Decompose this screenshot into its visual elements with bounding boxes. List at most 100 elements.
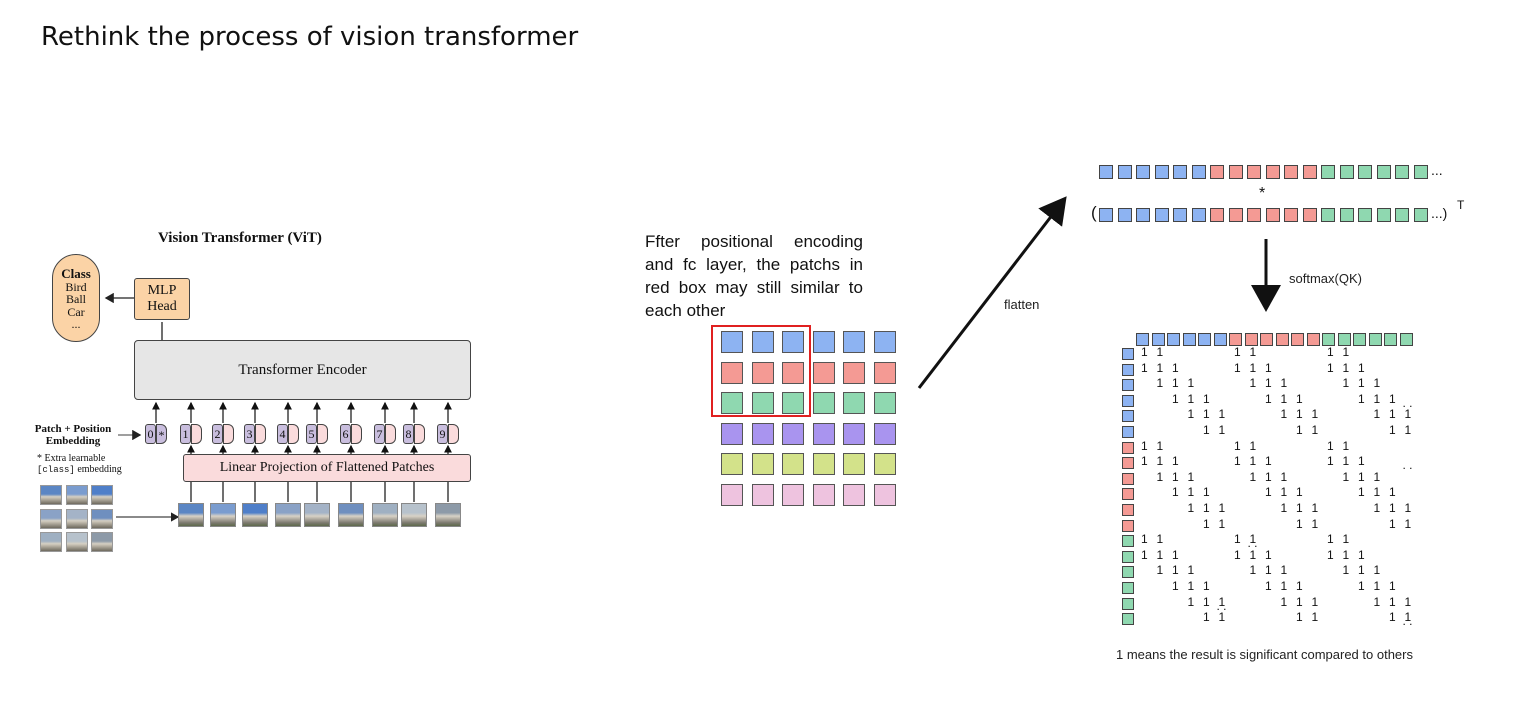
matrix-one: 1 [1296,423,1303,437]
class-token-code: [class] [37,465,75,475]
query-cell [1265,165,1280,179]
matrix-column-cell [1198,333,1211,346]
image-patch [401,503,427,527]
matrix-one: 1 [1373,407,1381,422]
grid-patch [751,422,774,445]
query-cell [1210,165,1224,179]
matrix-one: 1 [1373,469,1381,484]
matrix-one: 1 [1172,469,1179,484]
matrix-one: 1 [1218,501,1226,515]
grid-patch [873,392,896,414]
red-highlight-box [711,325,811,417]
matrix-row-cell [1122,379,1134,392]
class-item: Bird [65,279,87,294]
matrix-one: 1 [1342,438,1350,453]
matrix-one: 1 [1234,454,1241,469]
key-cell [1376,208,1391,222]
matrix-row-cell [1122,472,1134,485]
key-cell [1099,208,1113,222]
matrix-one: 1 [1296,407,1303,422]
matrix-one: 1 [1203,579,1210,593]
source-image-tile [91,508,113,529]
matrix-one: 1 [1141,547,1148,562]
transpose-superscript: T [1457,198,1465,212]
grid-patch [812,331,835,353]
matrix-one: 1 [1203,610,1210,625]
matrix-column-cell [1136,333,1149,346]
matrix-dots: . . [1402,614,1413,629]
image-patch [304,503,330,527]
class-output-box: Class Bird Ball Car ... [52,254,100,342]
matrix-one: 1 [1234,345,1241,359]
matrix-one: 1 [1172,376,1179,391]
grid-patch [721,331,743,353]
grid-patch [873,453,896,475]
matrix-row-cell [1122,488,1134,501]
source-image-tile [40,485,62,505]
position-number: 9 [437,424,448,444]
grid-patch [721,453,743,475]
matrix-one: 1 [1404,594,1412,609]
source-image-tile [65,508,88,529]
matrix-one: 1 [1342,360,1350,375]
matrix-one: 1 [1249,376,1257,391]
matrix-column-cell [1291,333,1304,346]
matrix-one: 1 [1404,423,1412,437]
matrix-one: 1 [1342,469,1350,484]
matrix-one: 1 [1172,579,1179,593]
position-token: 3 [244,424,266,444]
matrix-one: 1 [1141,438,1148,453]
class-heading: Class [61,266,91,281]
matrix-one: 1 [1389,423,1396,437]
query-cell [1395,165,1409,179]
grid-patch [843,453,865,475]
matrix-one: 1 [1389,610,1396,625]
matrix-one: 1 [1358,454,1365,469]
grid-patch [782,331,804,353]
matrix-one: 1 [1141,360,1148,375]
source-image-tile [40,508,62,529]
matrix-one: 1 [1373,501,1381,515]
query-cell [1247,165,1261,179]
matrix-one: 1 [1156,454,1164,469]
position-number: 6 [340,424,351,444]
embedding-label-line: Patch + Position [34,423,112,435]
multiply-symbol: * [1259,185,1266,202]
patch-embedding-slot [223,424,234,444]
key-cell [1154,208,1169,222]
position-number: 4 [277,424,288,444]
matrix-dots: . . [1402,458,1413,473]
softmax-label: softmax(QK) [1289,271,1362,286]
position-token: 8 [403,424,425,444]
image-patch [242,503,268,527]
matrix-one: 1 [1249,532,1257,547]
matrix-column-cell [1384,333,1397,346]
matrix-one: 1 [1156,469,1164,484]
image-patch [372,503,398,527]
query-cell [1154,165,1169,179]
matrix-one: 1 [1203,516,1210,531]
matrix-one: 1 [1187,485,1195,500]
grid-patch [782,422,804,445]
matrix-one: 1 [1389,485,1396,500]
matrix-one: 1 [1265,360,1272,375]
matrix-one: 1 [1404,610,1412,625]
matrix-one: 1 [1373,485,1381,500]
grid-patch [843,483,865,506]
matrix-one: 1 [1156,532,1164,547]
grid-patch [721,361,743,384]
matrix-one: 1 [1311,594,1319,609]
position-token: 2 [212,424,234,444]
matrix-one: 1 [1234,360,1241,375]
matrix-one: 1 [1358,563,1365,578]
matrix-one: 1 [1296,610,1303,625]
matrix-one: 1 [1373,594,1381,609]
matrix-one: 1 [1327,454,1334,469]
matrix-one: 1 [1358,376,1365,391]
query-ellipsis: ... [1431,162,1443,178]
matrix-one: 1 [1265,485,1272,500]
matrix-one: 1 [1389,579,1396,593]
matrix-one: 1 [1296,516,1303,531]
position-token: 7 [374,424,396,444]
